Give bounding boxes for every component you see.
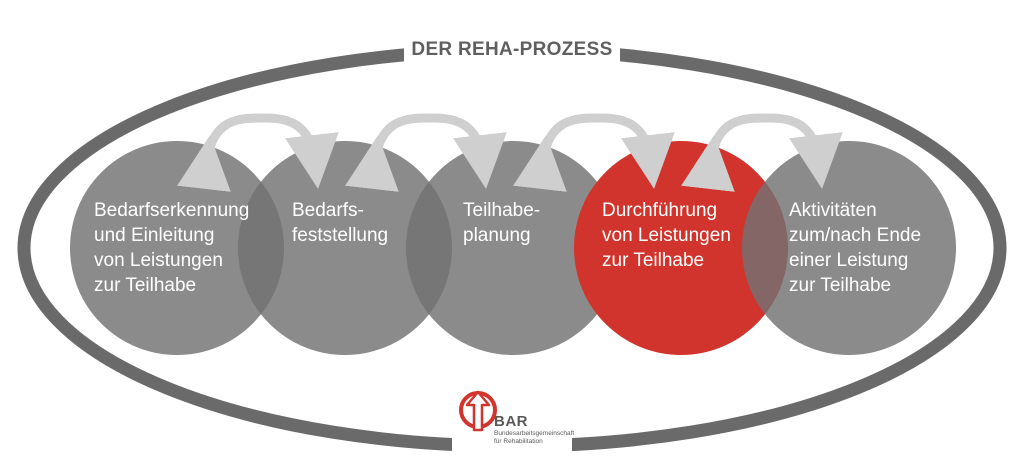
- logo-subtitle-line: Bundesarbeitsgemeinschaft: [494, 430, 575, 437]
- step-arrows: [177, 113, 843, 192]
- step-label-line: zur Teilhabe: [602, 250, 705, 271]
- step-circle: [406, 141, 620, 355]
- step-label: Bedarfs-feststellung: [292, 198, 388, 248]
- step-label-line: planung: [463, 225, 531, 246]
- step-label-line: Aktivitäten: [789, 200, 877, 221]
- step-label: Bedarfserkennung und Einleitung von Leistu…: [94, 198, 249, 298]
- logo-subtitle: Bundesarbeitsgemeinschaft für Rehabilita…: [494, 430, 574, 446]
- step-label-line: von Leistungen: [94, 250, 223, 271]
- step-circle: [742, 141, 956, 355]
- logo-subtitle-line: für Rehabilitation: [494, 438, 543, 445]
- bar-logo: [452, 386, 572, 456]
- step-label-line: zur Teilhabe: [94, 275, 197, 296]
- step-label-line: zum/nach Ende: [789, 225, 922, 246]
- bidirectional-arrow: [681, 113, 843, 192]
- step-label: Teilhabe-planung: [463, 198, 540, 248]
- step-label-line: Teilhabe-: [463, 200, 541, 221]
- step-label-line: einer Leistung: [789, 250, 909, 271]
- step-label-line: Bedarfserkennung: [94, 200, 250, 221]
- step-label-line: von Leistungen: [602, 225, 731, 246]
- bidirectional-arrow: [345, 113, 507, 192]
- step-label-line: Durchführung: [602, 200, 718, 221]
- bidirectional-arrow: [177, 113, 339, 192]
- step-circle: [238, 141, 452, 355]
- bar-arrow-logo-icon: [459, 390, 497, 432]
- step-label: Aktivitäten zum/nach Ende einer Leistung zu…: [789, 198, 921, 298]
- step-label-line: und Einleitung: [94, 225, 215, 246]
- diagram-title: DER REHA-PROZESS: [404, 36, 620, 64]
- step-circles: [70, 141, 956, 355]
- step-label-line: zur Teilhabe: [789, 275, 892, 296]
- bidirectional-arrow: [513, 113, 675, 192]
- step-label: Durchführung von Leistungen zur Teilhabe: [602, 198, 731, 273]
- logo-wordmark: BAR: [494, 413, 528, 430]
- step-label-line: Bedarfs-: [292, 200, 364, 221]
- step-label-line: feststellung: [292, 225, 389, 246]
- step-circle-active: [574, 141, 788, 355]
- step-circle: [70, 141, 284, 355]
